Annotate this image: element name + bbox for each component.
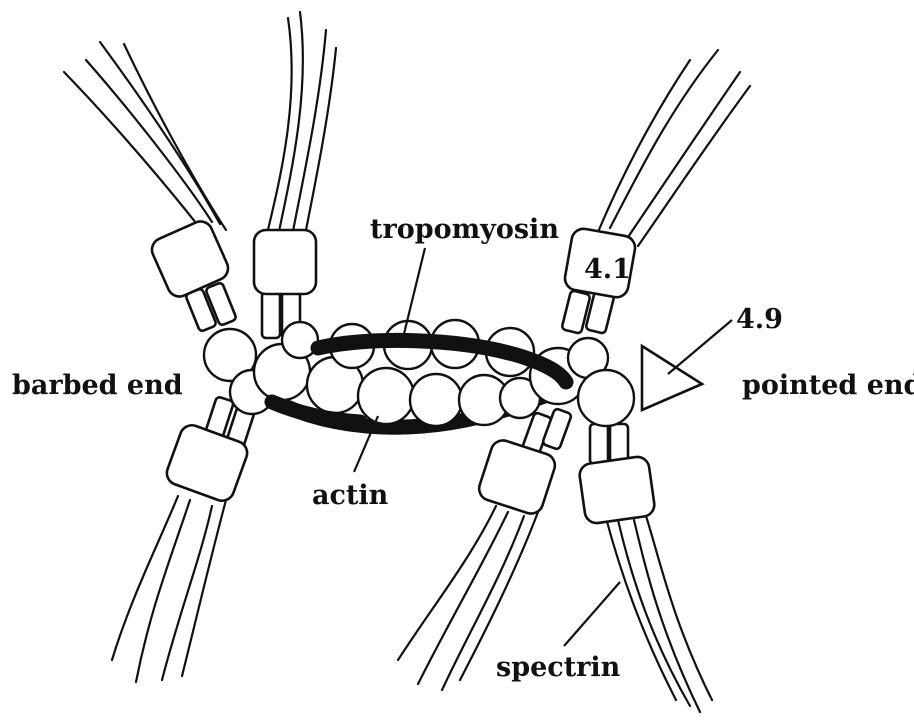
protein-49-leader-line: [668, 320, 732, 374]
protein-41-block-lower-middle: [476, 437, 558, 516]
actin-subunit: [578, 370, 634, 426]
spectrin-leader-line: [564, 582, 620, 646]
tropomyosin-label: tropomyosin: [370, 214, 559, 245]
protein-41-block-upper-middle: [254, 230, 316, 294]
protein-49-label: 4.9: [736, 304, 783, 335]
spectrin-strand-lower-right: [606, 516, 712, 712]
protein-41-label: 4.1: [584, 254, 631, 285]
actin-subunit: [358, 368, 414, 424]
protein-49-triangle: [642, 346, 702, 410]
actin-subunit: [410, 374, 462, 426]
spectrin-strand-upper-right: [598, 50, 750, 246]
protein-41-block-lower-right: [578, 455, 656, 524]
spectrin-label: spectrin: [496, 652, 621, 683]
spectrin-strand-lower-left: [112, 496, 226, 682]
pointed-end-label: pointed end: [742, 370, 914, 401]
barbed-end-label: barbed end: [12, 370, 183, 401]
spectrin-strand-upper-left-inner: [266, 12, 336, 240]
actin-label: actin: [312, 480, 389, 511]
spectrin-strand-upper-left-outer: [64, 42, 226, 230]
